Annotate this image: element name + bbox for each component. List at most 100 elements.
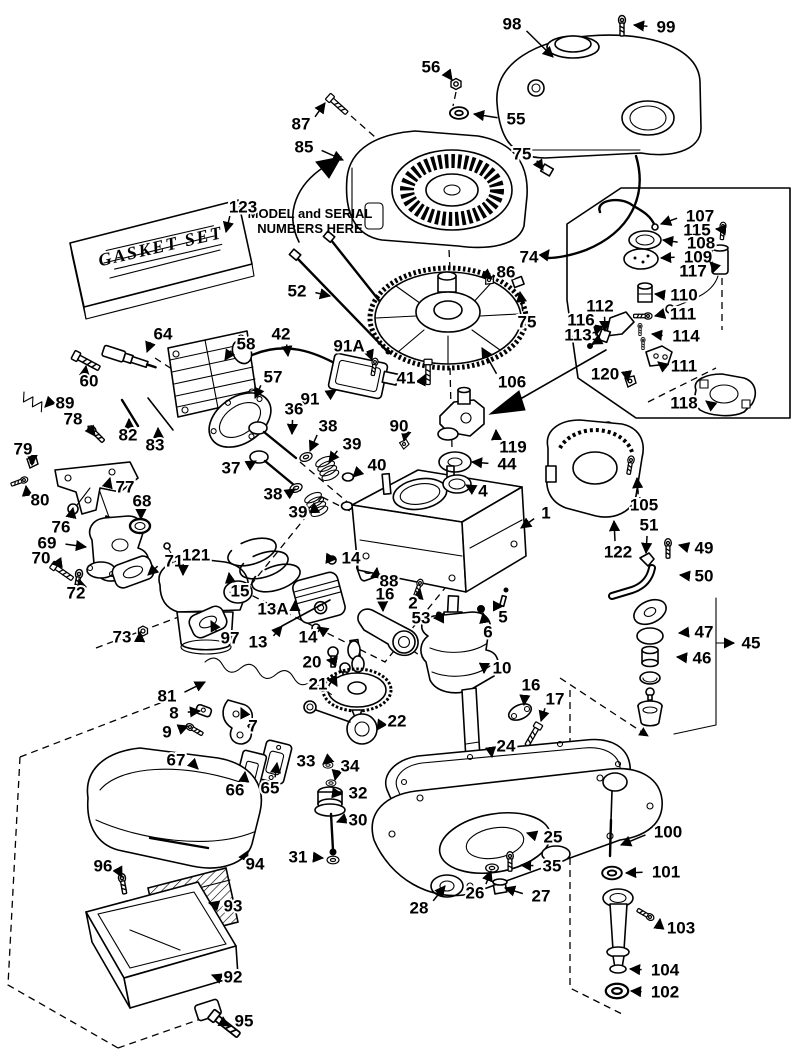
spark-plug — [101, 344, 157, 369]
callout-15-68: 15 — [231, 582, 250, 601]
oil-seal-28 — [430, 874, 464, 898]
cylinder-block — [351, 465, 527, 593]
nut-56 — [450, 77, 462, 91]
leader-92-112 — [210, 973, 224, 984]
callout-92-112: 92 — [224, 968, 243, 987]
leader-101-110 — [624, 866, 643, 879]
screw-114b — [640, 336, 646, 351]
callout-1-52: 1 — [541, 504, 550, 523]
leader-22-88 — [376, 718, 388, 731]
pin-clip-14a — [327, 555, 337, 565]
callout-27-106: 27 — [532, 887, 551, 906]
leader-38-40 — [308, 434, 320, 453]
callout-113-20: 113 — [564, 326, 591, 345]
callout-2-70: 2 — [408, 594, 417, 613]
callout-97-76: 97 — [221, 629, 240, 648]
leader-2-70 — [412, 587, 424, 601]
retainer-40b — [340, 501, 354, 511]
leader-91A-30 — [363, 348, 374, 362]
leader-64-27 — [145, 340, 156, 354]
governor-spool-group — [314, 761, 346, 865]
leader-20-82 — [325, 656, 338, 668]
screw-9 — [184, 721, 205, 738]
blower-housing — [345, 130, 528, 249]
callout-35-104: 35 — [543, 857, 562, 876]
fuel-tank — [496, 34, 702, 159]
callout-44-47: 44 — [498, 455, 517, 474]
washer-31 — [326, 855, 340, 865]
callout-121-63: 121 — [182, 546, 210, 565]
fuel-line — [511, 154, 641, 289]
breaker-box-119 — [437, 386, 485, 441]
rod-82 — [120, 398, 140, 428]
flywheel — [367, 265, 529, 371]
callout-5-73: 5 — [498, 608, 507, 627]
callout-57-32: 57 — [264, 368, 283, 387]
callout-87-4: 87 — [292, 115, 311, 134]
carburetor — [111, 542, 253, 655]
callout-69-59: 69 — [38, 534, 57, 553]
leader-44-47 — [470, 457, 489, 469]
leader-114-21 — [650, 329, 663, 341]
callout-53-72: 53 — [412, 609, 431, 628]
callout-111-18: 111 — [670, 305, 697, 324]
leader-102-114 — [629, 986, 642, 998]
callout-86-14: 86 — [497, 263, 516, 282]
leader-94-101 — [238, 850, 249, 863]
leader-106-25 — [481, 347, 498, 375]
breather-flange — [633, 598, 667, 626]
callout-32-98: 32 — [349, 784, 368, 803]
callout-26-105: 26 — [466, 884, 485, 903]
air-cleaner-body-92 — [85, 881, 239, 1022]
callout-31-102: 31 — [289, 848, 308, 867]
callout-98-0: 98 — [503, 15, 522, 34]
leader-80-50 — [21, 484, 33, 497]
callout-21-83: 21 — [309, 675, 328, 694]
ring-108 — [628, 230, 662, 250]
leader-104-113 — [628, 963, 642, 976]
leader-96-103 — [112, 865, 123, 878]
leader-77-55 — [101, 476, 113, 490]
leader-41-34 — [415, 373, 426, 387]
callout-60-31: 60 — [80, 372, 99, 391]
spool-32 — [314, 786, 346, 817]
screw-103 — [635, 906, 656, 923]
leader-38-48 — [283, 488, 296, 500]
leader-66-96 — [238, 770, 250, 783]
leader-49-61 — [677, 542, 691, 553]
seal-4 — [442, 474, 472, 494]
callout-38-48: 38 — [264, 485, 283, 504]
leader-8-89 — [187, 706, 202, 718]
gasket-set-box — [69, 199, 255, 320]
leader-67-95 — [186, 757, 199, 770]
callout-39-41: 39 — [343, 435, 362, 454]
washer-33 — [322, 761, 334, 769]
callout-91-33: 91 — [301, 390, 320, 409]
valve-spring-39a — [315, 455, 340, 482]
leader-111-18 — [653, 308, 667, 319]
leader-25-100 — [525, 830, 539, 842]
leader-91-33 — [324, 389, 337, 401]
callout-79-42: 79 — [14, 440, 33, 459]
breather-cup — [637, 700, 663, 727]
callout-111-23: 111 — [671, 357, 698, 376]
callout-67-95: 67 — [167, 751, 186, 770]
callout-74-13: 74 — [520, 248, 539, 267]
washer-101 — [601, 865, 623, 881]
leader-47-79 — [677, 626, 690, 638]
leader-76-54 — [65, 506, 77, 520]
leader-50-65 — [678, 570, 691, 582]
callout-66-96: 66 — [226, 781, 245, 800]
leader-70-60 — [50, 557, 63, 569]
callout-14-78: 14 — [299, 628, 318, 647]
callout-115-9: 115 — [683, 221, 710, 240]
governor-spring-81 — [204, 657, 332, 695]
seal-47 — [636, 627, 664, 645]
camshaft-21 — [321, 638, 393, 723]
callout-22-88: 22 — [388, 712, 407, 731]
callout-93-108: 93 — [224, 897, 243, 916]
callout-6-74: 6 — [483, 623, 492, 642]
bracket-111b — [645, 345, 673, 367]
callout-90-44: 90 — [390, 417, 409, 436]
